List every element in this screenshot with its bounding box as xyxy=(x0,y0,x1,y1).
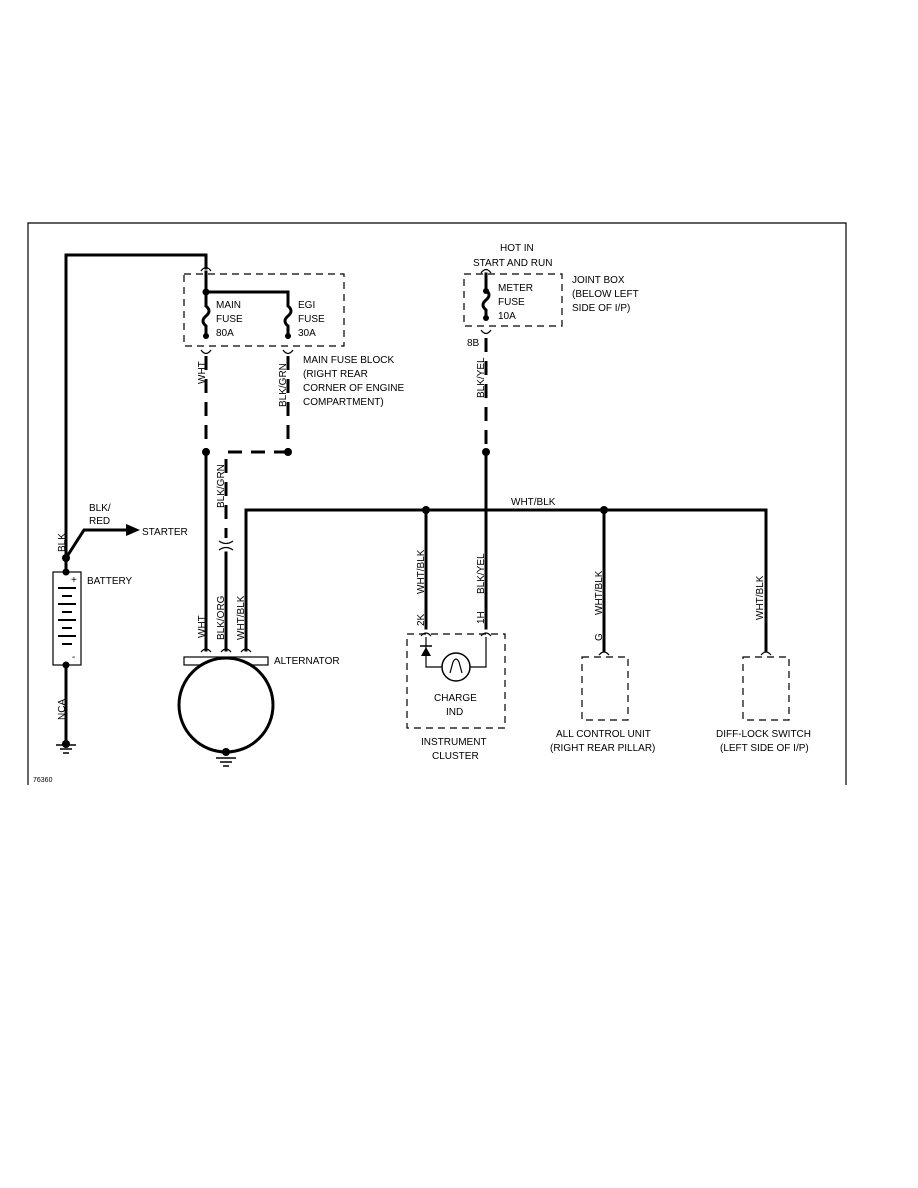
instrument-cluster-label-1: INSTRUMENT xyxy=(421,737,487,748)
battery-cells-icon xyxy=(58,587,76,645)
main-fuse-block-label-2: (RIGHT REAR xyxy=(303,369,368,380)
wire-label-wht-upper: WHT xyxy=(197,361,208,384)
junction-dot xyxy=(222,748,230,756)
connector-icon xyxy=(480,268,492,274)
wire-label-blk-org-alt: BLK/ORG xyxy=(216,595,227,640)
diff-lock-switch-box xyxy=(742,656,790,721)
egi-fuse-label-2: FUSE xyxy=(298,314,325,325)
diagram-frame xyxy=(27,222,847,785)
instrument-cluster-label-2: CLUSTER xyxy=(432,751,479,762)
connector-icon xyxy=(200,648,252,653)
diode-icon xyxy=(421,647,431,656)
terminal-label-8b: 8B xyxy=(467,338,480,349)
wire-blk-grn-to-alternator xyxy=(224,450,288,538)
connector-icon xyxy=(760,651,772,656)
ground-junction-dot xyxy=(62,740,70,748)
main-fuse-label-2: FUSE xyxy=(216,314,243,325)
connector-icon xyxy=(200,349,212,355)
junction-dot xyxy=(483,288,489,294)
connector-icon xyxy=(282,349,294,355)
starter-label: STARTER xyxy=(142,527,188,538)
main-fuse-block-label-1: MAIN FUSE BLOCK xyxy=(303,355,394,366)
wire-label-blk-yel-upper: BLK/YEL xyxy=(476,357,487,398)
hot-in-label-1: HOT IN xyxy=(500,243,534,254)
egi-fuse-label-3: 30A xyxy=(298,328,316,339)
hot-in-label-2: START AND RUN xyxy=(473,258,552,269)
connector-icon xyxy=(480,329,492,335)
instrument-cluster-box xyxy=(406,633,506,729)
alternator-symbol xyxy=(177,656,275,754)
all-control-unit-box xyxy=(581,656,629,721)
charge-indicator-lamp-icon xyxy=(441,652,471,682)
wire-label-wht-alt: WHT xyxy=(197,615,208,638)
joint-box-box xyxy=(463,273,563,327)
main-fuse-block-box xyxy=(183,273,345,347)
main-fuse-block-label-4: COMPARTMENT) xyxy=(303,397,384,408)
wire-label-wht-blk-control: WHT/BLK xyxy=(594,570,605,615)
main-fuse-label-3: 80A xyxy=(216,328,234,339)
wire-label-nca: NCA xyxy=(57,699,68,720)
connector-icon xyxy=(218,540,234,551)
wire-label-wht-blk-diff: WHT/BLK xyxy=(755,575,766,620)
battery-plus-sign: + xyxy=(71,575,77,586)
wire-label-wht-blk-alt: WHT/BLK xyxy=(236,595,247,640)
main-fuse-block-label-3: CORNER OF ENGINE xyxy=(303,383,404,394)
drawing-number: 76360 xyxy=(33,777,53,784)
wire-label-blk-grn-upper: BLK/GRN xyxy=(278,363,289,407)
wire-label-blk-grn-lower: BLK/GRN xyxy=(216,464,227,508)
starter-arrow-icon xyxy=(126,524,140,536)
wire-label-wht-blk-bus: WHT/BLK xyxy=(511,497,556,508)
connector-icon xyxy=(200,266,212,272)
joint-box-label-1: JOINT BOX xyxy=(572,275,625,286)
wire-wht-blk-bus xyxy=(244,508,768,652)
wire-label-blk-red-2: RED xyxy=(89,516,110,527)
all-control-unit-label-2: (RIGHT REAR PILLAR) xyxy=(550,743,655,754)
junction-dot xyxy=(483,315,489,321)
junction-dot xyxy=(203,333,209,339)
joint-box-label-3: SIDE OF I/P) xyxy=(572,303,630,314)
wire-main-fuse-bus xyxy=(204,270,290,304)
alternator-label: ALTERNATOR xyxy=(274,656,340,667)
meter-fuse-label-1: METER xyxy=(498,283,533,294)
wire-label-blk: BLK xyxy=(57,533,68,552)
junction-dot xyxy=(62,554,70,562)
lamp-filament-icon xyxy=(449,658,463,674)
wire-blk-red-starter xyxy=(63,528,128,561)
battery-label: BATTERY xyxy=(87,576,133,587)
junction-dot xyxy=(62,568,70,576)
terminal-label-2k: 2K xyxy=(416,613,427,626)
connector-icon xyxy=(420,632,492,637)
all-control-unit-label-1: ALL CONTROL UNIT xyxy=(556,729,651,740)
diff-lock-switch-label-2: (LEFT SIDE OF I/P) xyxy=(720,743,809,754)
main-fuse-icon xyxy=(201,290,211,338)
meter-fuse-label-3: 10A xyxy=(498,311,516,322)
egi-fuse-icon xyxy=(283,300,293,338)
wire-blk-battery-to-fuse xyxy=(64,253,208,574)
wire-label-blk-yel-cluster: BLK/YEL xyxy=(476,553,487,594)
charge-ind-label-1: CHARGE xyxy=(434,693,477,704)
charge-ind-label-2: IND xyxy=(446,707,463,718)
egi-fuse-label-1: EGI xyxy=(298,300,315,311)
wire-label-blk-red-1: BLK/ xyxy=(89,503,111,514)
connector-icon xyxy=(598,651,610,656)
wire-label-wht-blk-cluster: WHT/BLK xyxy=(416,549,427,594)
terminal-label-1h: 1H xyxy=(476,611,487,624)
meter-fuse-icon xyxy=(481,272,491,320)
main-fuse-label-1: MAIN xyxy=(216,300,241,311)
junction-dot xyxy=(285,333,291,339)
battery-minus-sign: - xyxy=(72,652,75,663)
terminal-label-g: G xyxy=(594,633,605,641)
ground-icon xyxy=(216,757,236,767)
meter-fuse-label-2: FUSE xyxy=(498,297,525,308)
diff-lock-switch-label-1: DIFF-LOCK SWITCH xyxy=(716,729,811,740)
joint-box-label-2: (BELOW LEFT xyxy=(572,289,639,300)
